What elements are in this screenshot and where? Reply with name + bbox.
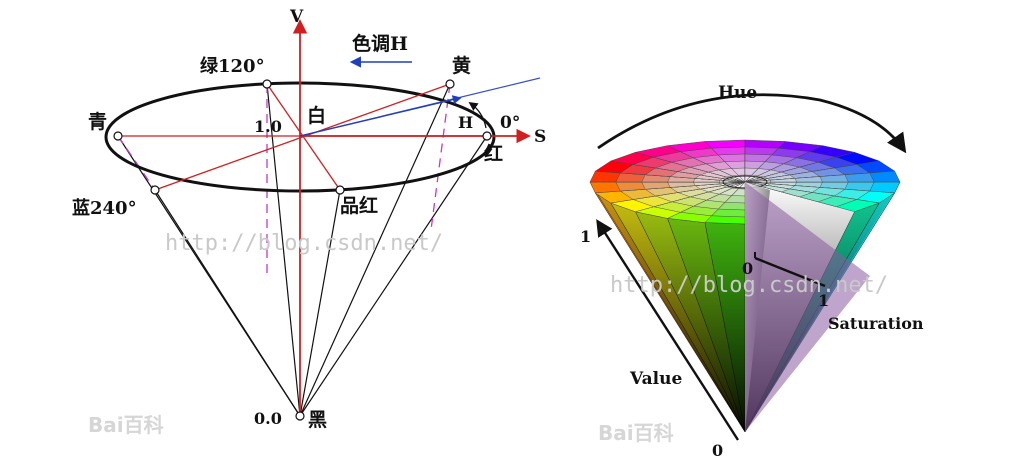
- dashed-guides: [117, 83, 451, 278]
- green-label: 绿120°: [200, 55, 265, 77]
- cone-top-hue-disc: [589, 139, 901, 225]
- s-axis-label: S: [534, 127, 546, 147]
- hue-label: Hue: [718, 83, 757, 103]
- value-axis-arrow: [596, 219, 740, 441]
- cone-lines: [117, 83, 488, 417]
- saturation-label: Saturation: [828, 314, 924, 333]
- cone-cutout-saturation-wall: [745, 182, 870, 432]
- hue-arc-arrow: [597, 93, 907, 154]
- hsv-cone-diagram: V S 色调H 绿120° 黄 青 1.0 白 H 0° 红 蓝240° 品红 …: [72, 7, 546, 437]
- baidu-logo-watermark-left: Bai百科: [88, 413, 164, 437]
- saturation-one-label: 1: [818, 291, 829, 310]
- white-label: 白: [307, 104, 326, 127]
- value-bottom-zero-label: 0: [712, 441, 723, 460]
- hsv-color-cone-3d: Hue 1 0 1 Saturation Value 0 http://blog…: [580, 83, 924, 460]
- baidu-logo-watermark-right: Bai百科: [598, 421, 674, 445]
- url-watermark-left: http://blog.csdn.net/: [165, 231, 443, 256]
- value-label: Value: [629, 369, 682, 389]
- h-marker-label: H: [458, 113, 473, 132]
- white-value-label: 1.0: [254, 117, 282, 136]
- cone-top-cell: [744, 179, 772, 183]
- value-top-one-label: 1: [580, 227, 591, 246]
- hue-title-label: 色调H: [352, 32, 408, 55]
- saturation-axis-line: [754, 256, 826, 288]
- hue-direction-line: [299, 95, 462, 137]
- yellow-label: 黄: [452, 54, 471, 77]
- saturation-zero-label: 0: [742, 259, 753, 278]
- blue-label: 蓝240°: [72, 198, 137, 219]
- url-watermark-right: http://blog.csdn.net/: [610, 273, 888, 298]
- hexagon-lines: [118, 83, 487, 191]
- red-label: 红: [484, 142, 503, 165]
- vertex-markers: [113, 79, 492, 421]
- v-axis-label: V: [289, 7, 304, 27]
- zero-degree-label: 0°: [500, 113, 520, 133]
- black-label: 黑: [308, 409, 327, 431]
- magenta-label: 品红: [340, 194, 378, 217]
- cyan-label: 青: [88, 111, 107, 133]
- hue-angle-arc: [468, 101, 487, 129]
- black-value-label: 0.0: [254, 409, 282, 428]
